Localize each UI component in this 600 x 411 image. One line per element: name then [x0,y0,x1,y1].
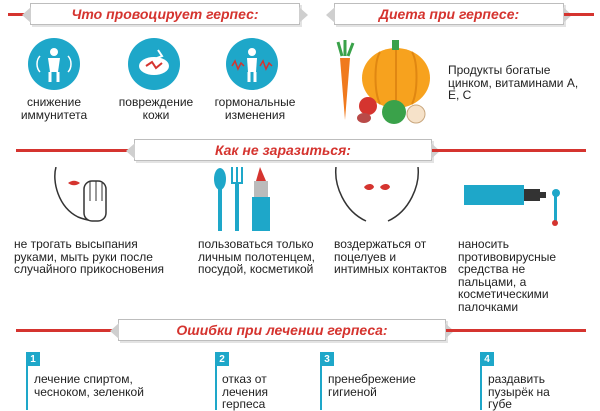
divider [8,13,30,16]
hormone-icon [226,38,278,90]
divider [564,13,594,16]
error-text-1: лечение спиртом, чесноком, зеленкой [34,372,144,399]
diet-title: Диета при герпесе: [326,3,572,25]
divider [16,149,134,152]
diet-text: Продукты богатые цинком, витаминами А, Е… [448,63,579,102]
provoke-label-hormone: гормональные изменения [214,95,296,122]
error-number-4: 4 [480,352,494,366]
prevention-text-4: наносить противовирусные средства не пал… [458,237,557,314]
provoke-label-skin: повреждение кожи [118,95,194,122]
error-number-2: 2 [215,352,229,366]
error-number-3: 3 [320,352,334,366]
bracket [480,366,489,410]
divider [446,329,586,332]
cream-swab-icon [464,183,570,227]
bracket [215,366,224,410]
kissing-faces-icon [332,166,422,233]
provoke-label-immunity: снижение иммунитета [20,95,88,122]
error-text-4: раздавить пузырёк на губе [488,372,550,411]
prevention-text-3: воздержаться от поцелуев и интимных конт… [334,237,447,276]
utensils-icon [210,167,280,233]
vegetables-icon [330,34,442,128]
error-text-2: отказ от лечения герпеса [222,372,269,411]
skin-damage-icon [128,38,180,90]
prevention-text-1: не трогать высыпания руками, мыть руки п… [14,237,165,276]
error-number-1: 1 [26,352,40,366]
provoke-title: Что провоцирует герпес: [22,3,308,25]
divider [432,149,586,152]
prevention-text-2: пользоваться только личным полотенцем, п… [198,237,315,276]
infection-title: Как не заразиться: [126,139,440,161]
face-hand-icon [50,166,110,233]
bracket [320,366,329,410]
divider [16,329,118,332]
immunity-icon [28,38,80,90]
errors-title: Ошибки при лечении герпеса: [110,319,454,341]
bracket [26,366,35,410]
error-text-3: пренебрежение гигиеной [328,372,416,399]
